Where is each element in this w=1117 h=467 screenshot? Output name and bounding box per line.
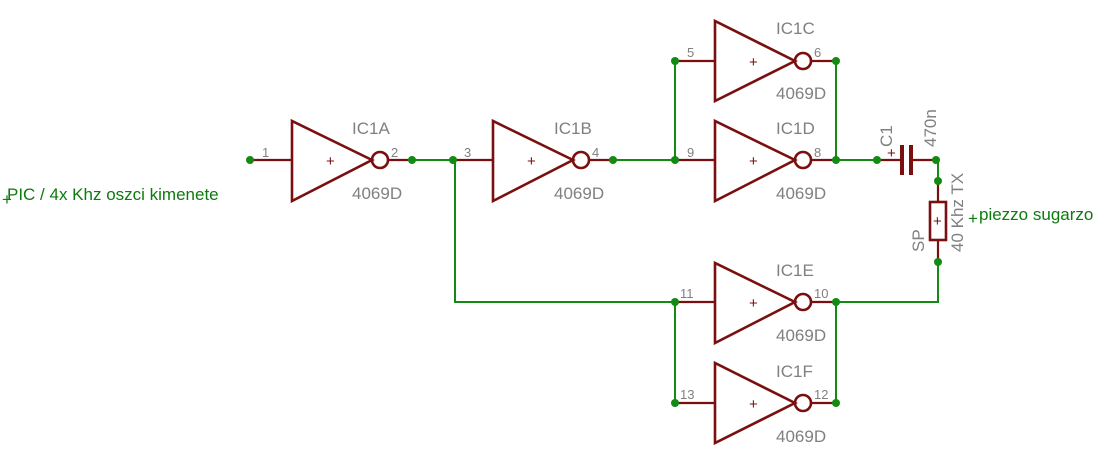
piezzo-sp: + SP 40 Khz TX (909, 173, 967, 262)
part-name: IC1B (554, 119, 592, 138)
inverter-ic1e: + 11 10 IC1E 4069D (675, 260, 836, 346)
svg-text:+: + (749, 396, 758, 413)
part-name: SP (909, 229, 928, 252)
svg-text:+: + (2, 190, 12, 209)
capacitor-c1: + C1 470n (877, 109, 940, 175)
svg-text:+: + (968, 209, 978, 228)
part-value: 4069D (776, 427, 826, 446)
svg-text:+: + (749, 295, 758, 312)
output-net-label: piezzo sugarzo (979, 205, 1093, 224)
pin-number: 13 (680, 387, 694, 402)
part-name: IC1C (776, 19, 815, 38)
svg-text:+: + (749, 54, 758, 71)
pin-number: 12 (814, 387, 828, 402)
wire-to-ic1e (452, 159, 676, 303)
pin-number: 5 (687, 45, 694, 60)
pin-number: 4 (592, 145, 599, 160)
pin-number: 9 (687, 145, 694, 160)
inverter-ic1d: + 9 8 IC1D 4069D (675, 118, 836, 204)
net-labels: + PIC / 4x Khz oszci kimenete + piezzo s… (2, 185, 1093, 228)
inverter-ic1f: + 13 12 IC1F 4069D (675, 360, 836, 446)
pin-number: 8 (814, 145, 821, 160)
pin-number: 2 (391, 145, 398, 160)
part-value: 4069D (776, 184, 826, 203)
wires (249, 60, 939, 404)
svg-text:+: + (933, 213, 942, 230)
pin-number: 11 (680, 286, 694, 301)
part-value: 4069D (352, 184, 402, 203)
pin-number: 3 (464, 145, 471, 160)
pin-number: 1 (262, 145, 269, 160)
svg-text:+: + (749, 153, 758, 170)
inverter-ic1a: + 1 2 IC1A 4069D (252, 118, 412, 204)
svg-text:+: + (527, 153, 536, 170)
part-name: IC1D (776, 119, 815, 138)
part-value: 4069D (776, 326, 826, 345)
inverter-ic1b: + 3 4 IC1B 4069D (453, 118, 613, 204)
part-value: 470n (921, 109, 940, 147)
junctions (246, 57, 942, 407)
pin-number: 10 (814, 286, 828, 301)
part-name: IC1F (776, 362, 813, 381)
part-name: C1 (877, 125, 896, 147)
part-value: 4069D (554, 184, 604, 203)
part-value: 40 Khz TX (948, 173, 967, 252)
part-name: IC1A (352, 119, 390, 138)
part-value: 4069D (776, 84, 826, 103)
input-net-label: PIC / 4x Khz oszci kimenete (7, 185, 219, 204)
svg-text:+: + (887, 145, 896, 162)
pin-number: 6 (814, 45, 821, 60)
svg-text:+: + (326, 153, 335, 170)
wire-piezzo-return (835, 261, 939, 303)
inverter-ic1c: + 5 6 IC1C 4069D (675, 18, 836, 104)
part-name: IC1E (776, 261, 814, 280)
